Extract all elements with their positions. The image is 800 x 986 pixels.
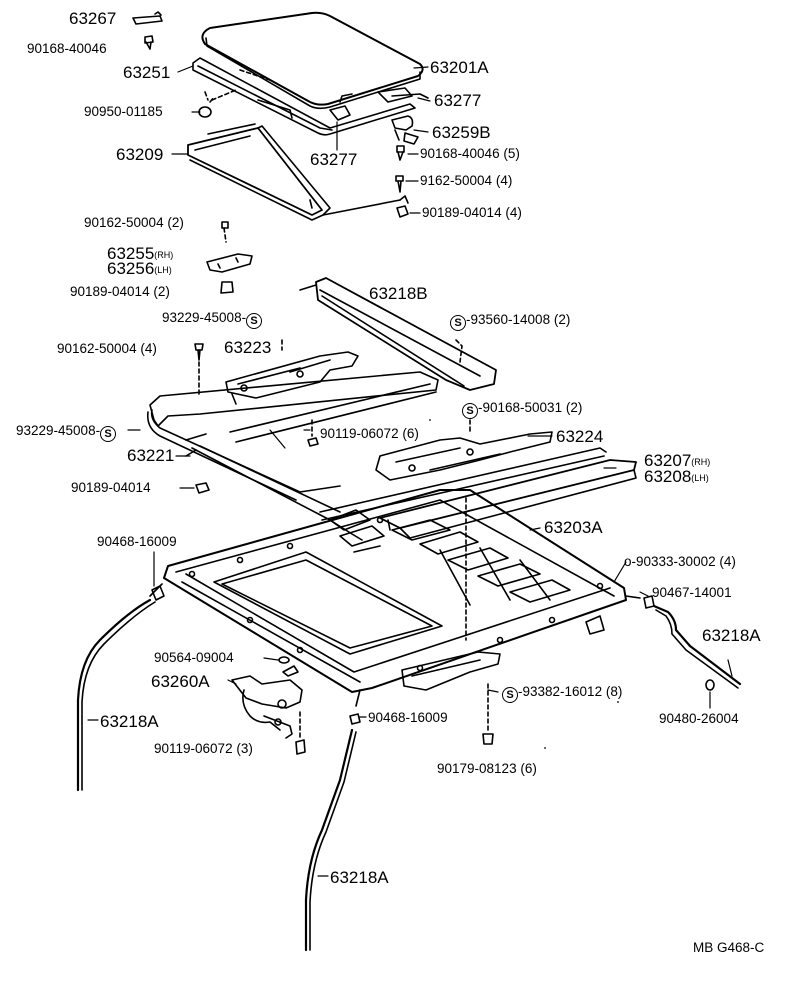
bracket-63224 <box>376 420 552 480</box>
hose-clamps <box>152 586 714 724</box>
guide-plate-63255 <box>207 222 252 293</box>
label-63223: 63223 <box>224 338 272 357</box>
plug-90950 <box>199 97 214 117</box>
label-90168-40046-top: 90168-40046 <box>27 41 107 56</box>
drain-hose-right <box>654 606 740 688</box>
label-90168-50031: S-90168-50031 (2) <box>462 401 582 419</box>
glass-panel <box>202 13 422 108</box>
label-90189-04014: 90189-04014 <box>71 480 151 495</box>
label-63207-side: (RH) <box>691 457 711 467</box>
s-mark-icon: S <box>450 315 466 331</box>
screw-93560 <box>456 340 462 362</box>
label-90162-50004-4: 90162-50004 (4) <box>57 341 157 356</box>
screw-90168-b <box>397 146 404 160</box>
s-mark-icon: S <box>462 403 478 419</box>
side-rails-63207-63208 <box>320 448 636 538</box>
label-63221: 63221 <box>127 446 175 465</box>
drain-hose-bottom <box>306 730 356 950</box>
label-63218a-right: 63218A <box>702 626 761 645</box>
label-90168-40046-5: 90168-40046 (5) <box>420 146 520 161</box>
clip-63267 <box>133 12 162 24</box>
label-63277-lower: 63277 <box>310 150 358 169</box>
screw-90119-b <box>296 712 305 754</box>
label-63208: 63208(LH) <box>644 468 709 485</box>
glass-weatherstrip <box>193 58 428 135</box>
label-90468-16009-bottom: 90468-16009 <box>368 710 448 725</box>
label-90119-06072-3: 90119-06072 (3) <box>154 741 253 756</box>
label-93229-45008-mid: 93229-45008-S <box>16 423 117 442</box>
screw-9162 <box>396 176 403 192</box>
label-63203a: 63203A <box>544 518 603 537</box>
label-63255-side: (RH) <box>154 250 174 260</box>
leader-lines <box>88 66 732 876</box>
label-90189-04014-2: 90189-04014 (2) <box>70 284 170 299</box>
label-63260a: 63260A <box>151 672 210 691</box>
label-90162-50004-2: 90162-50004 (2) <box>84 215 184 230</box>
sunshade-panel <box>188 124 408 220</box>
motor-63260a <box>232 666 302 738</box>
drive-cable-frame <box>148 372 438 540</box>
label-63208-side: (LH) <box>691 473 709 483</box>
nut-90189-c <box>196 483 209 493</box>
label-90179-08123: 90179-08123 (6) <box>437 761 537 776</box>
label-63256: 63256(LH) <box>107 260 172 277</box>
bracket-63259b <box>392 116 418 144</box>
label-90480-26004: 90480-26004 <box>659 711 739 726</box>
label-90168-50031-num: 90168-50031 (2) <box>482 400 583 415</box>
label-90119-06072-6: 90119-06072 (6) <box>320 426 419 441</box>
clip-93382 <box>402 652 500 730</box>
label-63277-upper: 63277 <box>434 91 482 110</box>
label-63255: 63255(RH) <box>107 245 173 262</box>
label-93560-14008-num: 93560-14008 (2) <box>470 312 571 327</box>
label-63256-side: (LH) <box>154 265 172 275</box>
label-90333-30002-num: 90333-30002 (4) <box>636 554 736 569</box>
stray-dots <box>429 419 619 749</box>
label-63256-num: 63256 <box>107 259 155 278</box>
s-mark-icon: S <box>100 426 117 442</box>
label-63218a-bottom: 63218A <box>330 868 389 887</box>
housing-frame <box>150 490 640 706</box>
label-63218a-left: 63218A <box>100 712 159 731</box>
label-63208-num: 63208 <box>644 467 692 486</box>
label-63251: 63251 <box>123 63 171 82</box>
label-63201a: 63201A <box>430 58 489 77</box>
label-90189-04014-4: 90189-04014 (4) <box>422 205 522 220</box>
drain-hose-left <box>78 600 155 790</box>
label-63218b: 63218B <box>369 284 428 303</box>
label-63259b: 63259B <box>432 123 491 142</box>
bracket-63223 <box>226 340 358 404</box>
label-90950-01185: 90950-01185 <box>84 104 163 119</box>
screw-90162-b <box>195 344 203 396</box>
nut-90119-a <box>308 420 318 446</box>
label-93382-16012-num: 93382-16012 (8) <box>522 684 623 699</box>
label-90467-14001: 90467-14001 <box>652 585 732 600</box>
clip-right <box>586 616 604 634</box>
label-63209: 63209 <box>116 145 164 164</box>
screw-90168-a <box>145 36 153 49</box>
label-93560-14008: S-93560-14008 (2) <box>450 313 570 331</box>
s-mark-icon: S <box>502 687 518 703</box>
label-90564-09004: 90564-09004 <box>154 650 234 665</box>
label-63267: 63267 <box>69 9 117 28</box>
label-63255-num: 63255 <box>107 244 155 263</box>
label-90468-16009-top: 90468-16009 <box>97 534 177 549</box>
nut-90189-a <box>397 206 408 217</box>
label-9162-50004: 9162-50004 (4) <box>420 173 513 188</box>
label-63207: 63207(RH) <box>644 452 710 469</box>
nut-90179 <box>483 734 493 744</box>
label-93382-16012: S-93382-16012 (8) <box>502 685 622 703</box>
s-mark-icon: S <box>246 313 263 329</box>
label-63224: 63224 <box>556 427 604 446</box>
rail-63218b <box>300 278 496 390</box>
label-93229-45008-top-num: 93229-45008 <box>162 310 242 325</box>
label-63207-num: 63207 <box>644 451 692 470</box>
label-90333-30002: o-90333-30002 (4) <box>624 554 736 569</box>
diagram-code: MB G468-C <box>693 940 765 955</box>
label-93229-45008-top: 93229-45008-S <box>162 310 263 329</box>
label-93229-45008-mid-num: 93229-45008 <box>16 423 96 438</box>
